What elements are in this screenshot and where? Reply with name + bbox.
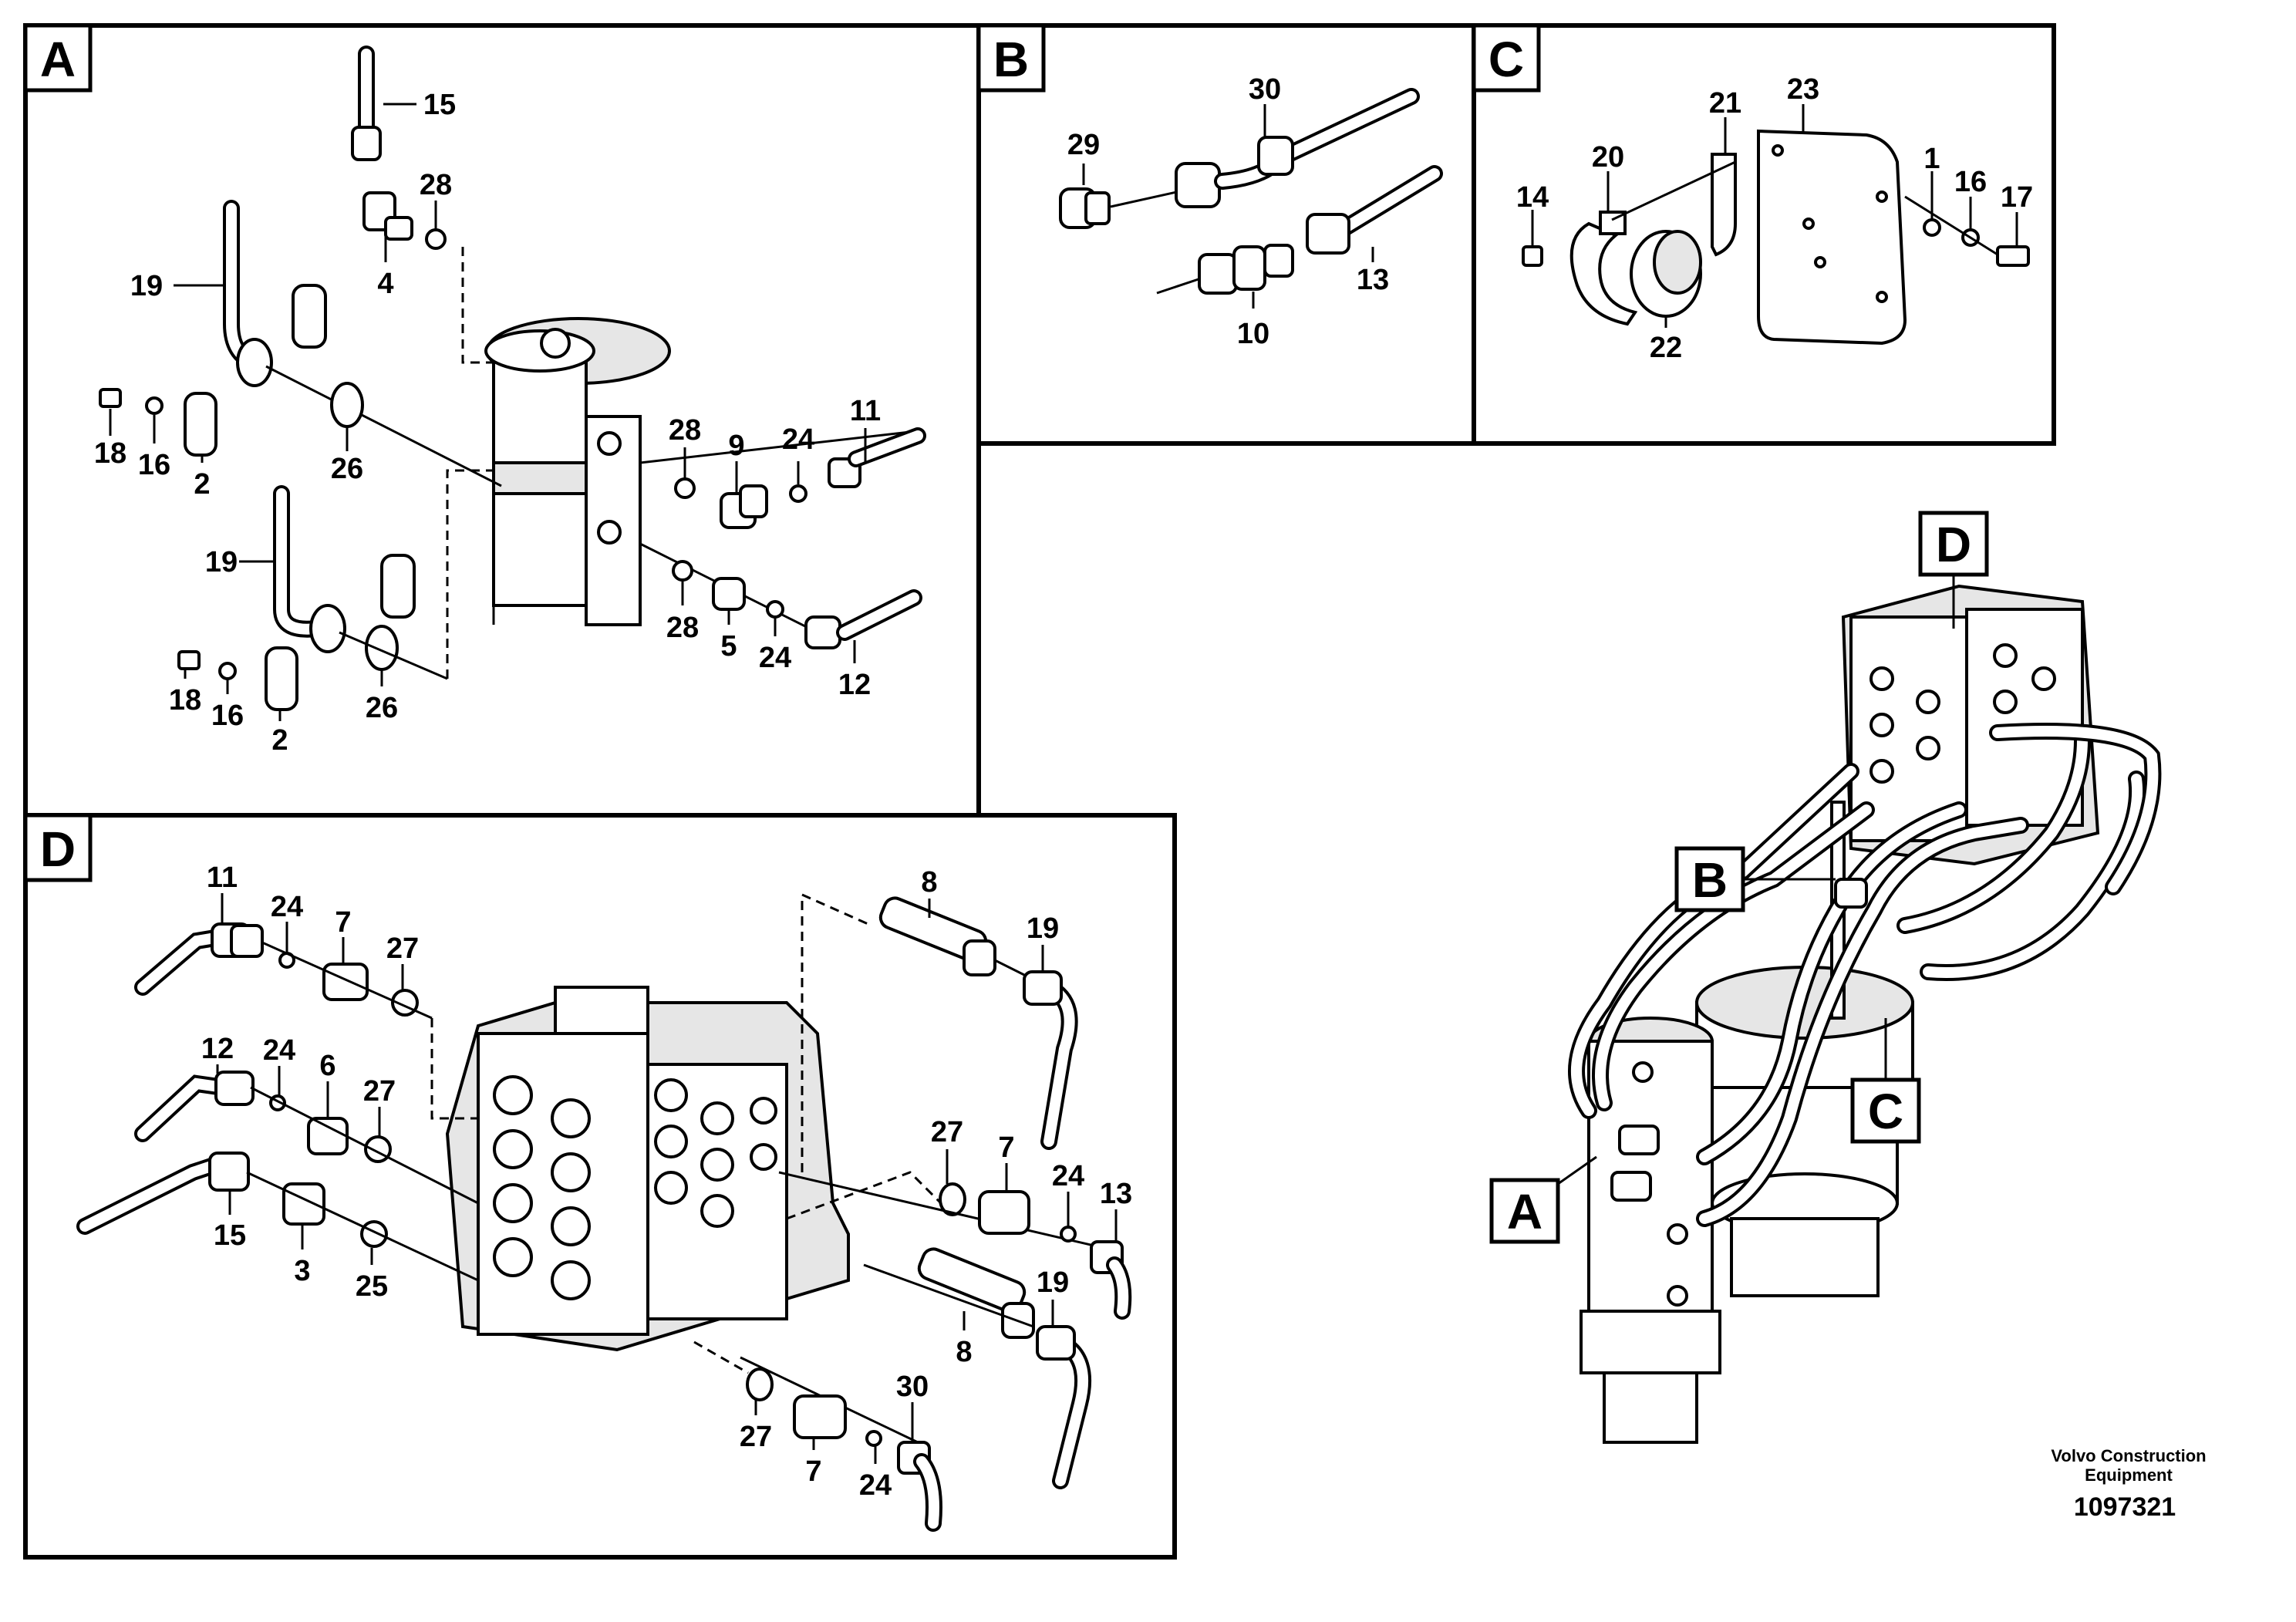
callout-c20: 20 (1592, 141, 1624, 174)
credit-line-1: Volvo Construction (2051, 1446, 2206, 1465)
overview-callout-a: A (1507, 1184, 1542, 1239)
callout-a19top: 19 (130, 270, 163, 302)
callout-a4: 4 (377, 268, 393, 300)
panel-d-letter: D (40, 821, 76, 877)
callout-a19bot: 19 (205, 546, 238, 578)
callout-a5: 5 (720, 630, 737, 663)
callout-a2top: 2 (194, 468, 210, 501)
panel-c-artwork (1522, 129, 2030, 346)
callout-a28mid: 28 (669, 414, 701, 447)
callout-a28top: 28 (420, 169, 452, 201)
panel-b-letter: B (993, 32, 1029, 87)
callout-d3: 3 (294, 1255, 310, 1287)
callout-a15: 15 (423, 89, 456, 121)
callout-a16top: 16 (138, 449, 170, 481)
callout-c14: 14 (1516, 181, 1549, 214)
panel-c: C (1472, 23, 2056, 446)
callout-d27c: 27 (931, 1116, 963, 1148)
credit-line-2: Equipment (2085, 1465, 2173, 1485)
callout-c21: 21 (1709, 87, 1741, 120)
panel-b-labels: 29 30 13 10 (1067, 73, 1389, 350)
overview-assembly (1568, 584, 2162, 1444)
callout-d7a: 7 (335, 906, 351, 939)
callout-d27d: 27 (740, 1421, 772, 1453)
overview-callouts: D B C A (1489, 511, 1989, 1244)
callout-d7c: 7 (998, 1131, 1014, 1164)
callout-a26top: 26 (331, 453, 363, 485)
callout-d24d: 24 (859, 1469, 892, 1502)
callout-d8top: 8 (921, 866, 937, 899)
document-number: 1097321 (2074, 1492, 2176, 1522)
overview-callout-d: D (1936, 517, 1971, 572)
callout-d11: 11 (207, 862, 238, 894)
valve-spools (493, 1075, 777, 1300)
callout-a2bot: 2 (271, 724, 288, 757)
callout-a12: 12 (838, 669, 871, 701)
callout-d27b: 27 (363, 1075, 396, 1108)
callout-d8bot: 8 (956, 1336, 972, 1368)
panel-d-labels: 11 24 7 27 12 24 6 27 15 3 25 8 19 27 7 … (201, 862, 1132, 1502)
callout-d7d: 7 (805, 1455, 821, 1488)
panel-d-artwork (76, 892, 1132, 1532)
callout-a24bot: 24 (759, 642, 791, 674)
callout-c22: 22 (1650, 332, 1682, 364)
callout-a26bot: 26 (366, 692, 398, 724)
callout-a28bot: 28 (666, 612, 699, 644)
callout-a9: 9 (728, 430, 744, 462)
callout-d19top: 19 (1027, 912, 1059, 945)
callout-d24c: 24 (1052, 1160, 1084, 1192)
callout-a18top: 18 (94, 437, 126, 470)
callout-b30: 30 (1249, 73, 1281, 106)
callout-d12: 12 (201, 1033, 234, 1065)
callout-a18bot: 18 (169, 684, 201, 717)
control-valve (445, 986, 850, 1352)
callout-c16: 16 (1954, 166, 1987, 198)
panel-c-letter: C (1489, 32, 1524, 87)
callout-d30: 30 (896, 1371, 929, 1403)
callout-d24b: 24 (263, 1034, 295, 1067)
panel-c-labels: 14 20 21 23 1 16 17 22 (1516, 73, 2033, 364)
panel-a-letter: A (40, 32, 76, 87)
callout-a16bot: 16 (211, 700, 244, 732)
panel-a-artwork (99, 46, 926, 711)
callout-b13: 13 (1357, 264, 1389, 296)
callout-b29: 29 (1067, 129, 1100, 161)
callout-c17: 17 (2001, 181, 2033, 214)
overview-callout-c: C (1868, 1084, 1903, 1139)
callout-d6: 6 (319, 1050, 335, 1082)
swivel-joint (484, 317, 671, 626)
credit-block: Volvo Construction Equipment 1097321 (2051, 1446, 2206, 1522)
panel-d: D (23, 813, 1177, 1560)
panel-b-artwork (1059, 88, 1443, 295)
callout-c23: 23 (1787, 73, 1819, 106)
callout-d15: 15 (214, 1219, 246, 1252)
callout-d19bot: 19 (1037, 1266, 1069, 1299)
callout-d24a: 24 (271, 891, 303, 923)
callout-b10: 10 (1237, 318, 1269, 350)
callout-a11: 11 (850, 395, 881, 427)
callout-c1: 1 (1923, 143, 1940, 175)
callout-d27a: 27 (386, 932, 419, 965)
callout-d25: 25 (356, 1270, 388, 1303)
overview-callout-b: B (1692, 852, 1728, 908)
panel-b: B (976, 23, 1476, 446)
callout-d13: 13 (1100, 1178, 1132, 1210)
panel-a-labels: 15 28 4 19 18 16 2 26 28 9 24 11 19 28 5… (94, 89, 881, 757)
callout-a24mid: 24 (782, 423, 814, 456)
